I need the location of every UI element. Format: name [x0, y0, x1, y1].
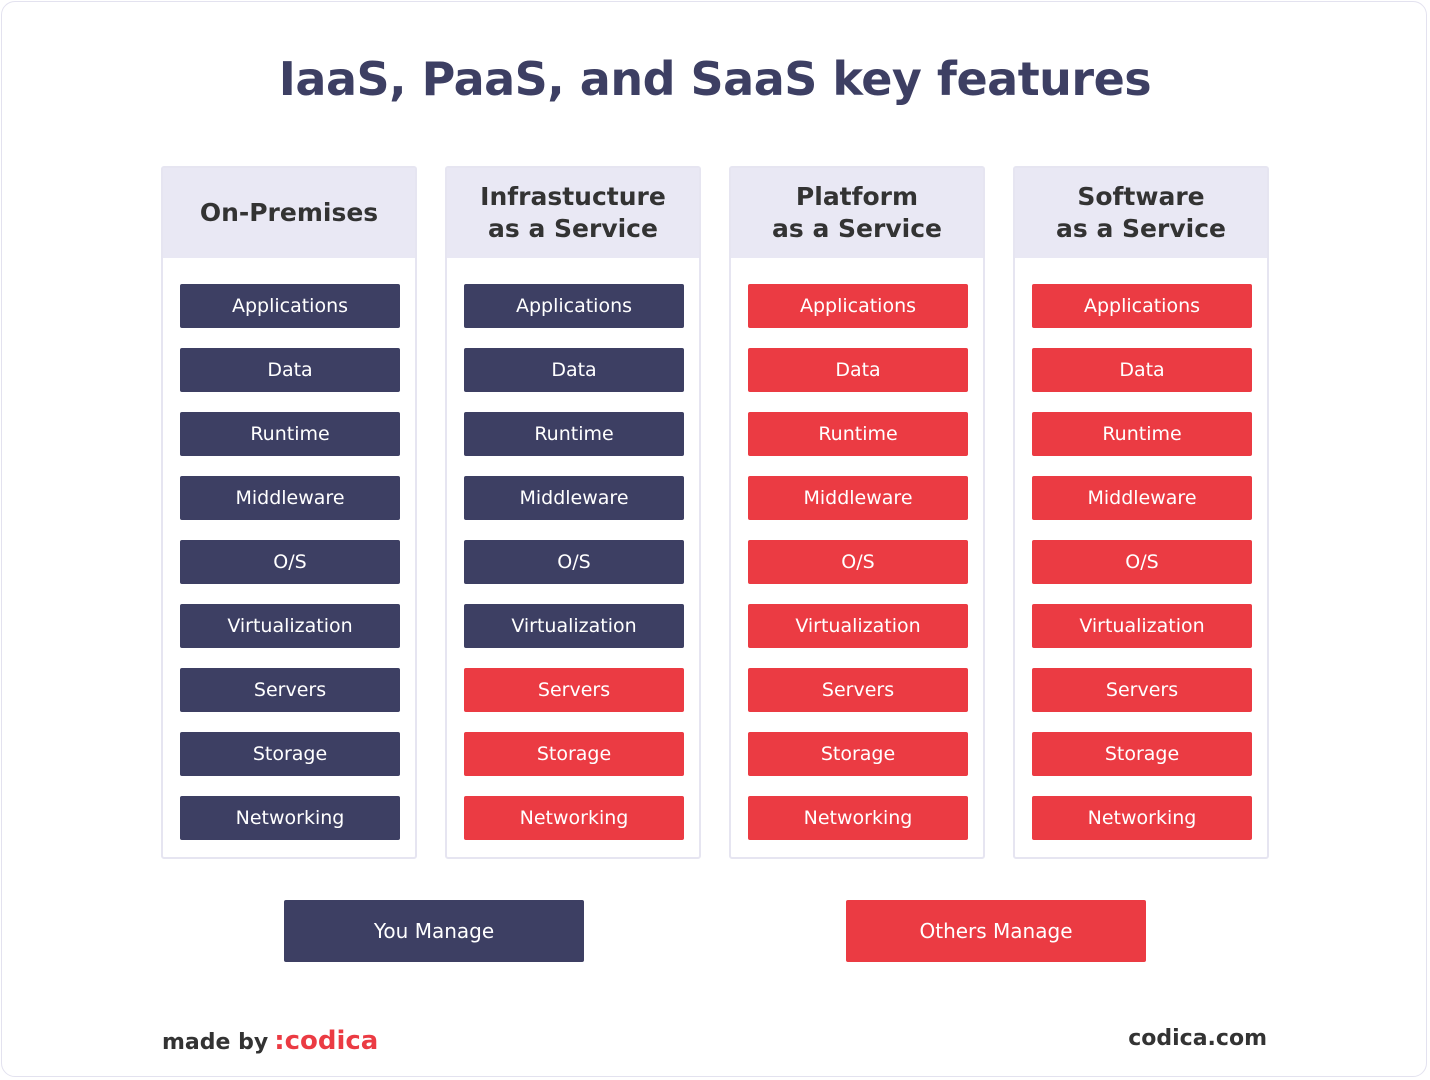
layer-item: Servers [1032, 668, 1252, 712]
layer-item: Middleware [464, 476, 684, 520]
layer-item: Networking [1032, 796, 1252, 840]
layer-item: Virtualization [180, 604, 400, 648]
layer-item: Networking [464, 796, 684, 840]
layer-item: Virtualization [1032, 604, 1252, 648]
layer-item: Servers [180, 668, 400, 712]
layer-item: Data [1032, 348, 1252, 392]
layer-item: Middleware [1032, 476, 1252, 520]
layer-item: Middleware [180, 476, 400, 520]
site-link[interactable]: codica.com [1128, 1026, 1267, 1051]
layer-item: Virtualization [748, 604, 968, 648]
layer-item: Runtime [180, 412, 400, 456]
layer-item: Servers [748, 668, 968, 712]
layer-item: Runtime [464, 412, 684, 456]
layer-item: Data [748, 348, 968, 392]
layer-item: Applications [1032, 284, 1252, 328]
layer-item: Runtime [1032, 412, 1252, 456]
layer-item: Data [180, 348, 400, 392]
made-by-label: made by [162, 1030, 269, 1055]
layer-item: Applications [748, 284, 968, 328]
layer-item: O/S [748, 540, 968, 584]
layer-item: Applications [464, 284, 684, 328]
layer-item: Storage [748, 732, 968, 776]
layer-item: Networking [180, 796, 400, 840]
column-header: Software as a Service [1015, 168, 1267, 258]
made-by-credit: made by:codica [162, 1026, 378, 1056]
layer-item: Runtime [748, 412, 968, 456]
column-header: Infrastucture as a Service [447, 168, 699, 258]
codica-logo: :codica [274, 1026, 379, 1056]
layer-item: Storage [180, 732, 400, 776]
layer-item: Servers [464, 668, 684, 712]
column-header: On-Premises [163, 168, 415, 258]
layer-item: O/S [180, 540, 400, 584]
layer-item: Virtualization [464, 604, 684, 648]
layer-item: Storage [1032, 732, 1252, 776]
layer-item: Applications [180, 284, 400, 328]
layer-item: Middleware [748, 476, 968, 520]
layer-item: Data [464, 348, 684, 392]
layer-item: Networking [748, 796, 968, 840]
layer-item: Storage [464, 732, 684, 776]
layer-item: O/S [464, 540, 684, 584]
legend-you-manage: You Manage [284, 900, 584, 962]
column-header: Platform as a Service [731, 168, 983, 258]
legend-others-manage: Others Manage [846, 900, 1146, 962]
page-title: IaaS, PaaS, and SaaS key features [278, 52, 1152, 106]
layer-item: O/S [1032, 540, 1252, 584]
